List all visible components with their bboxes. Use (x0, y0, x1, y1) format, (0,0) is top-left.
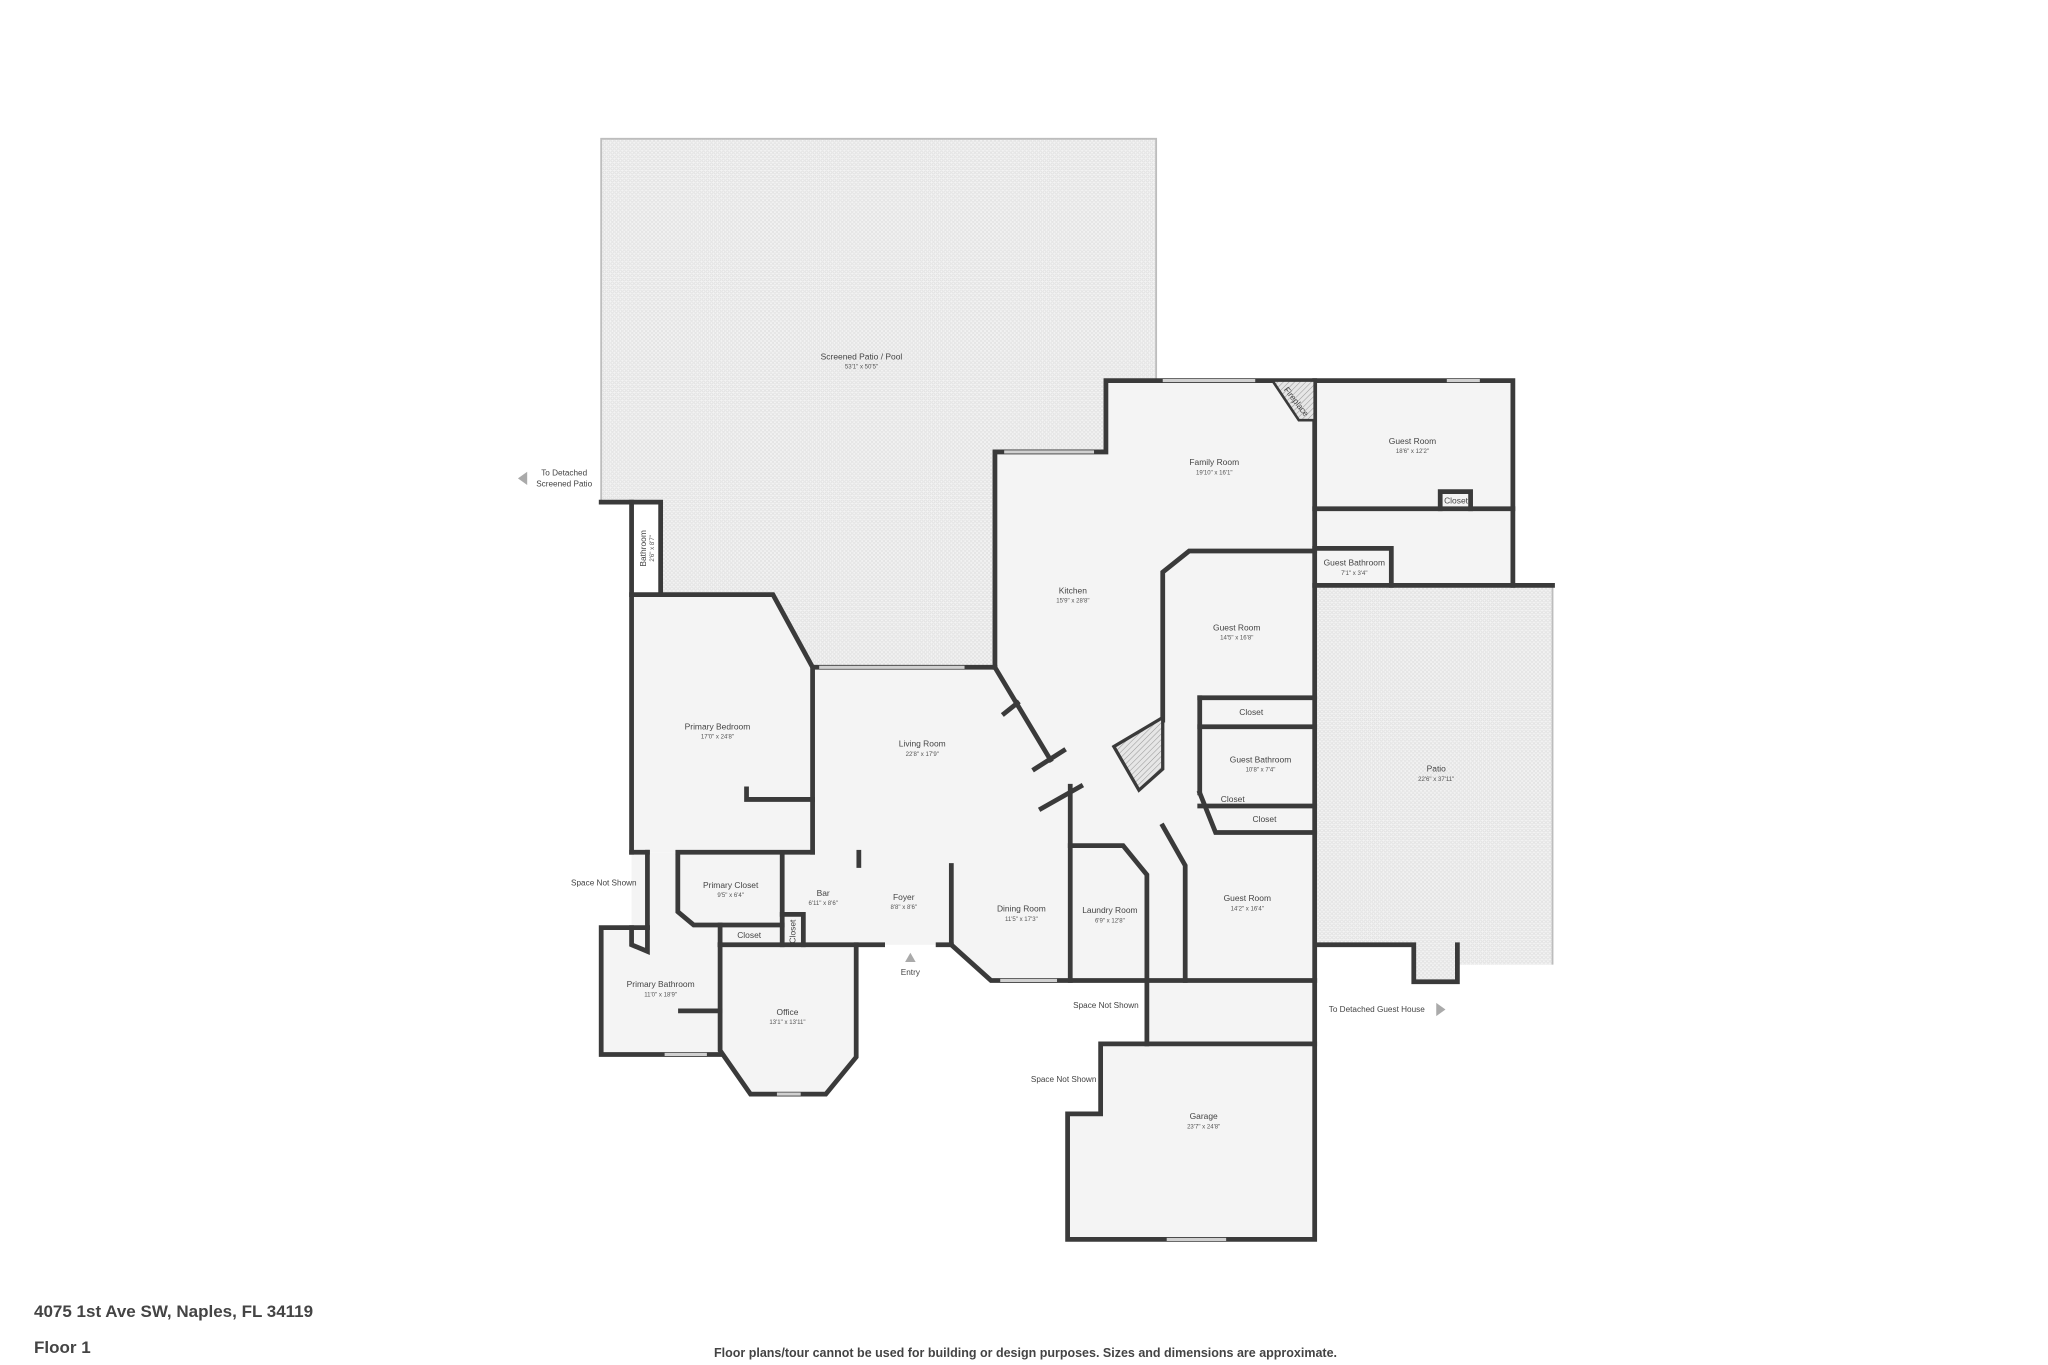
room-name: Garage (1190, 1111, 1218, 1121)
room-dims: 15'9" x 28'8" (1056, 599, 1089, 605)
room-name: Closet (787, 919, 797, 944)
room-dims: 9'5" x 6'4" (717, 893, 744, 899)
room-name: Guest Room (1213, 622, 1260, 632)
room-name: Closet (1444, 495, 1469, 505)
to-guest-house-label: To Detached Guest House (1329, 1005, 1425, 1014)
room-name: Guest Bathroom (1230, 754, 1291, 764)
room-name: Office (777, 1007, 799, 1017)
room-dims: 18'6" x 12'2" (1396, 449, 1429, 455)
to-detached-patio-line1: To Detached (541, 469, 587, 478)
room-name: Dining Room (997, 904, 1046, 914)
room-dims: 11'0" x 18'9" (644, 992, 677, 998)
room-name: Family Room (1189, 457, 1239, 467)
entry-marker[interactable]: Entry (901, 952, 921, 977)
room-dims: 17'0" x 24'8" (701, 735, 734, 741)
room-dims: 23'7" x 24'8" (1187, 1124, 1220, 1130)
space-not-shown-label: Space Not Shown (1031, 1075, 1097, 1084)
room-dims: 6'9" x 12'8" (1095, 918, 1125, 924)
room-dims: 19'10" x 16'1" (1196, 470, 1233, 476)
room-name: Primary Closet (703, 880, 759, 890)
to-detached-screened-patio[interactable]: To Detached Screened Patio (517, 469, 593, 489)
room-name: Kitchen (1059, 585, 1087, 595)
room-name: Closet (737, 930, 762, 940)
screened-patio-area (601, 138, 1157, 668)
room-dims: 10'8" x 7'4" (1246, 768, 1276, 774)
arrow-left-icon (517, 471, 528, 485)
room-name: Screened Patio / Pool (821, 351, 903, 361)
room-labels: Screened Patio / Pool 53'1" x 50'5" Fami… (627, 351, 1469, 1130)
room-name: Closet (1253, 814, 1278, 824)
room-name: Closet (1221, 794, 1246, 804)
room-dims: 6'11" x 8'6" (808, 901, 837, 907)
room-name: Primary Bathroom (627, 979, 695, 989)
space-not-shown-label: Space Not Shown (571, 878, 637, 887)
room-dims: 2'6" x 8'7" (650, 535, 656, 562)
patio-area (1317, 585, 1553, 982)
entry-arrow-icon (905, 952, 916, 962)
room-dims: 53'1" x 50'5" (845, 365, 878, 371)
to-detached-patio-line2: Screened Patio (536, 479, 592, 488)
room-name: Foyer (893, 892, 915, 902)
room-dims: 22'6" x 37'11" (1418, 777, 1454, 783)
room-fills (601, 380, 1513, 1240)
pantry-shape (1111, 714, 1165, 793)
room-name: Closet (1239, 707, 1264, 717)
address: 4075 1st Ave SW, Naples, FL 34119 (34, 1302, 314, 1321)
walls (598, 378, 1555, 1242)
room-name: Bar (817, 888, 830, 898)
floor-label: Floor 1 (34, 1338, 91, 1357)
disclaimer: Floor plans/tour cannot be used for buil… (714, 1346, 1338, 1360)
room-name: Guest Room (1389, 436, 1436, 446)
arrow-right-icon (1436, 1002, 1446, 1017)
room-dims: 22'8" x 17'9" (906, 752, 939, 758)
room-name: Living Room (899, 739, 946, 749)
space-not-shown-label: Space Not Shown (1073, 1001, 1139, 1010)
room-name: Bathroom (638, 530, 648, 567)
fireplace-shape (1269, 379, 1317, 422)
room-dims: 11'5" x 17'3" (1005, 917, 1038, 923)
room-name: Patio (1427, 764, 1447, 774)
windows (664, 378, 1480, 1242)
room-name: Guest Room (1224, 893, 1271, 903)
to-detached-guest-house[interactable]: To Detached Guest House (1329, 1002, 1446, 1017)
room-dims: 13'1" x 13'11" (769, 1020, 805, 1026)
room-name: Guest Bathroom (1324, 558, 1385, 568)
room-name: Primary Bedroom (685, 721, 751, 731)
room-dims: 14'5" x 16'8" (1220, 636, 1253, 642)
room-dims: 8'8" x 8'6" (891, 905, 918, 911)
entry-label: Entry (901, 968, 921, 977)
room-dims: 14'2" x 16'4" (1231, 906, 1264, 912)
room-dims: 7'1" x 3'4" (1341, 571, 1368, 577)
room-name: Laundry Room (1082, 905, 1137, 915)
